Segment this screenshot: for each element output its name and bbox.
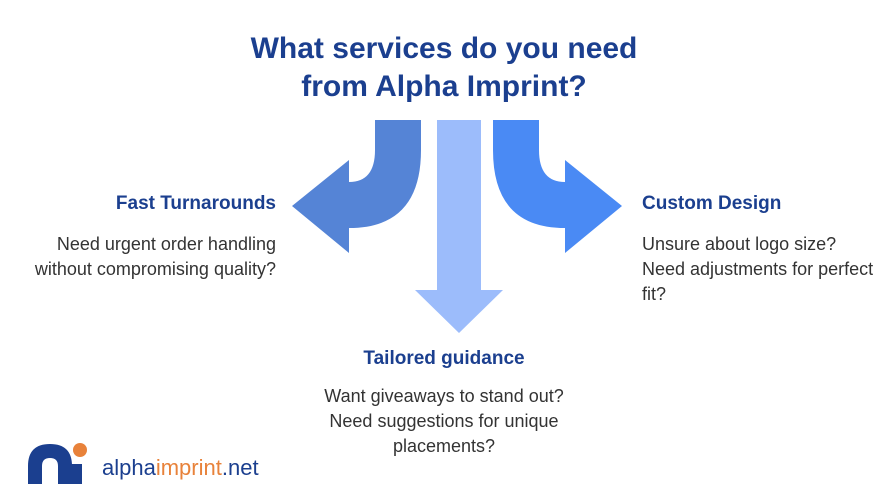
- custom-design-heading: Custom Design: [642, 193, 782, 214]
- right-curved-arrow: [493, 120, 622, 253]
- brand-name-imprint: imprint: [155, 455, 222, 480]
- brand-name-tld: .net: [221, 455, 259, 480]
- tailored-guidance-heading: Tailored guidance: [363, 348, 525, 369]
- alpha-imprint-logo-icon: [28, 443, 87, 484]
- center-down-arrow: [415, 120, 503, 333]
- custom-design-description: Unsure about logo size? Need adjustments…: [642, 234, 874, 304]
- page-title: What services do you need from Alpha Imp…: [0, 30, 888, 106]
- title-line-2: from Alpha Imprint?: [301, 70, 587, 103]
- title-line-1: What services do you need: [250, 32, 638, 65]
- left-curved-arrow: [292, 120, 421, 253]
- tailored-guidance-description: Want giveaways to stand out? Need sugges…: [324, 386, 564, 456]
- fast-turnarounds-heading: Fast Turnarounds: [115, 193, 276, 214]
- fast-turnarounds-description: Need urgent order handling without compr…: [34, 234, 276, 279]
- brand-name-alpha: alpha: [102, 455, 156, 480]
- brand-wordmark: alphaimprint.net: [102, 455, 259, 481]
